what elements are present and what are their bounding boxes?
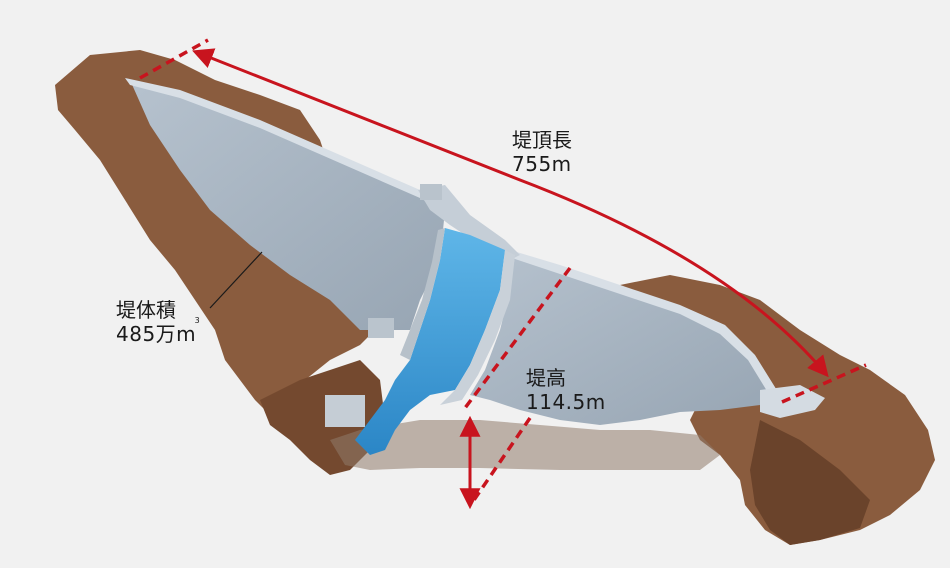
dam-volume-title: 堤体積 — [116, 298, 176, 322]
crest-length-value: 755m — [512, 152, 572, 176]
crest-length-ext-right — [781, 363, 867, 404]
dam-height-ext-bottom — [472, 417, 532, 501]
dam-volume-unit-superscript: 3 — [194, 316, 201, 325]
terrain-right-dark — [750, 420, 870, 545]
crest-platform-right — [760, 385, 825, 418]
dam-volume-value-main: 485万m — [116, 322, 197, 346]
terrain-base — [330, 420, 720, 470]
dam-height-value: 114.5m — [526, 390, 606, 414]
dam-height-label: 堤高 114.5m — [526, 366, 606, 414]
dam-height-title: 堤高 — [526, 366, 566, 390]
dam-height-ext-top — [460, 266, 572, 414]
intake-tower — [368, 318, 394, 338]
crest-length-arrow — [192, 48, 829, 378]
crest-length-title: 堤頂長 — [512, 128, 572, 152]
control-building — [420, 184, 442, 200]
dam-crest-left — [125, 78, 450, 212]
powerhouse — [325, 395, 365, 427]
crest-length-ext-left — [139, 38, 209, 80]
crest-length-label: 堤頂長 755m — [512, 128, 572, 176]
volume-leader-line — [209, 251, 263, 309]
